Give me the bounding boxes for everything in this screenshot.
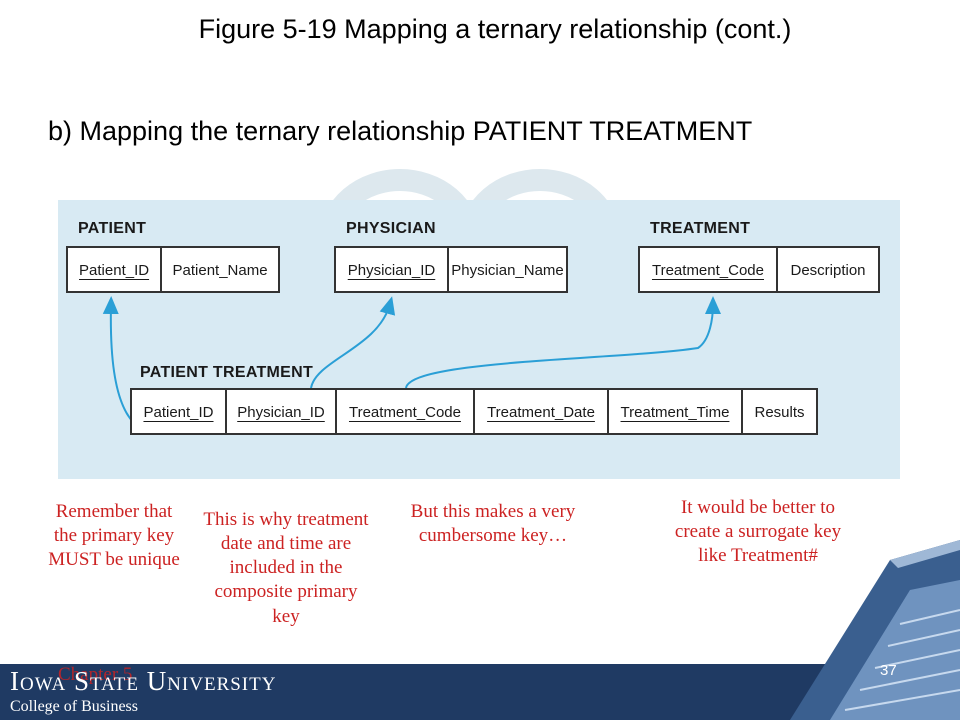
table-patient-treatment: Patient_ID Physician_ID Treatment_Code T…	[130, 388, 818, 435]
column-pt-physician-id: Physician_ID	[227, 390, 337, 433]
column-pt-treatment-code: Treatment_Code	[337, 390, 475, 433]
column-pt-treatment-date: Treatment_Date	[475, 390, 609, 433]
column-pt-treatment-time: Treatment_Time	[609, 390, 743, 433]
column-treatment-code: Treatment_Code	[640, 248, 778, 291]
column-description: Description	[790, 262, 866, 279]
entity-name-patient: PATIENT	[78, 220, 147, 237]
column-physician-name: Physician_Name	[451, 262, 564, 279]
arrow-to-physician-id	[310, 296, 396, 389]
note-composite-key: This is why treatment date and time are …	[203, 509, 369, 627]
column-patient-name: Patient_Name	[172, 262, 268, 279]
page-number: 37	[880, 662, 897, 679]
university-wordmark: Iowa State University	[10, 666, 277, 696]
table-physician: Physician_ID Physician_Name	[334, 246, 568, 293]
relational-diagram: PATIENT Patient_ID Patient_Name PHYSICIA…	[58, 200, 900, 479]
foreign-key-arrows	[102, 296, 721, 423]
arrow-to-patient-id	[102, 296, 134, 423]
entity-name-treatment: TREATMENT	[650, 220, 751, 237]
slide-title: Figure 5-19 Mapping a ternary relationsh…	[198, 14, 792, 44]
slide-subtitle: b) Mapping the ternary relationship PATI…	[48, 116, 753, 146]
arrow-to-treatment-code	[405, 296, 721, 389]
building-image	[790, 540, 960, 720]
table-treatment: Treatment_Code Description	[638, 246, 880, 293]
entity-name-physician: PHYSICIAN	[346, 220, 436, 237]
note-cumbersome-key: But this makes a very cumbersome key…	[410, 501, 576, 547]
column-pt-results: Results	[754, 404, 805, 421]
chapter-label: Chapter 5	[58, 664, 133, 685]
column-patient-id: Patient_ID	[68, 248, 163, 291]
table-patient: Patient_ID Patient_Name	[66, 246, 280, 293]
column-physician-id: Physician_ID	[336, 248, 449, 291]
note-surrogate-key: It would be better to create a surrogate…	[674, 497, 842, 567]
note-primary-key-unique: Remember that the primary key MUST be un…	[48, 501, 180, 571]
entity-name-patient-treatment: PATIENT TREATMENT	[140, 364, 314, 381]
column-pt-patient-id: Patient_ID	[132, 390, 227, 433]
college-name: College of Business	[10, 698, 138, 715]
